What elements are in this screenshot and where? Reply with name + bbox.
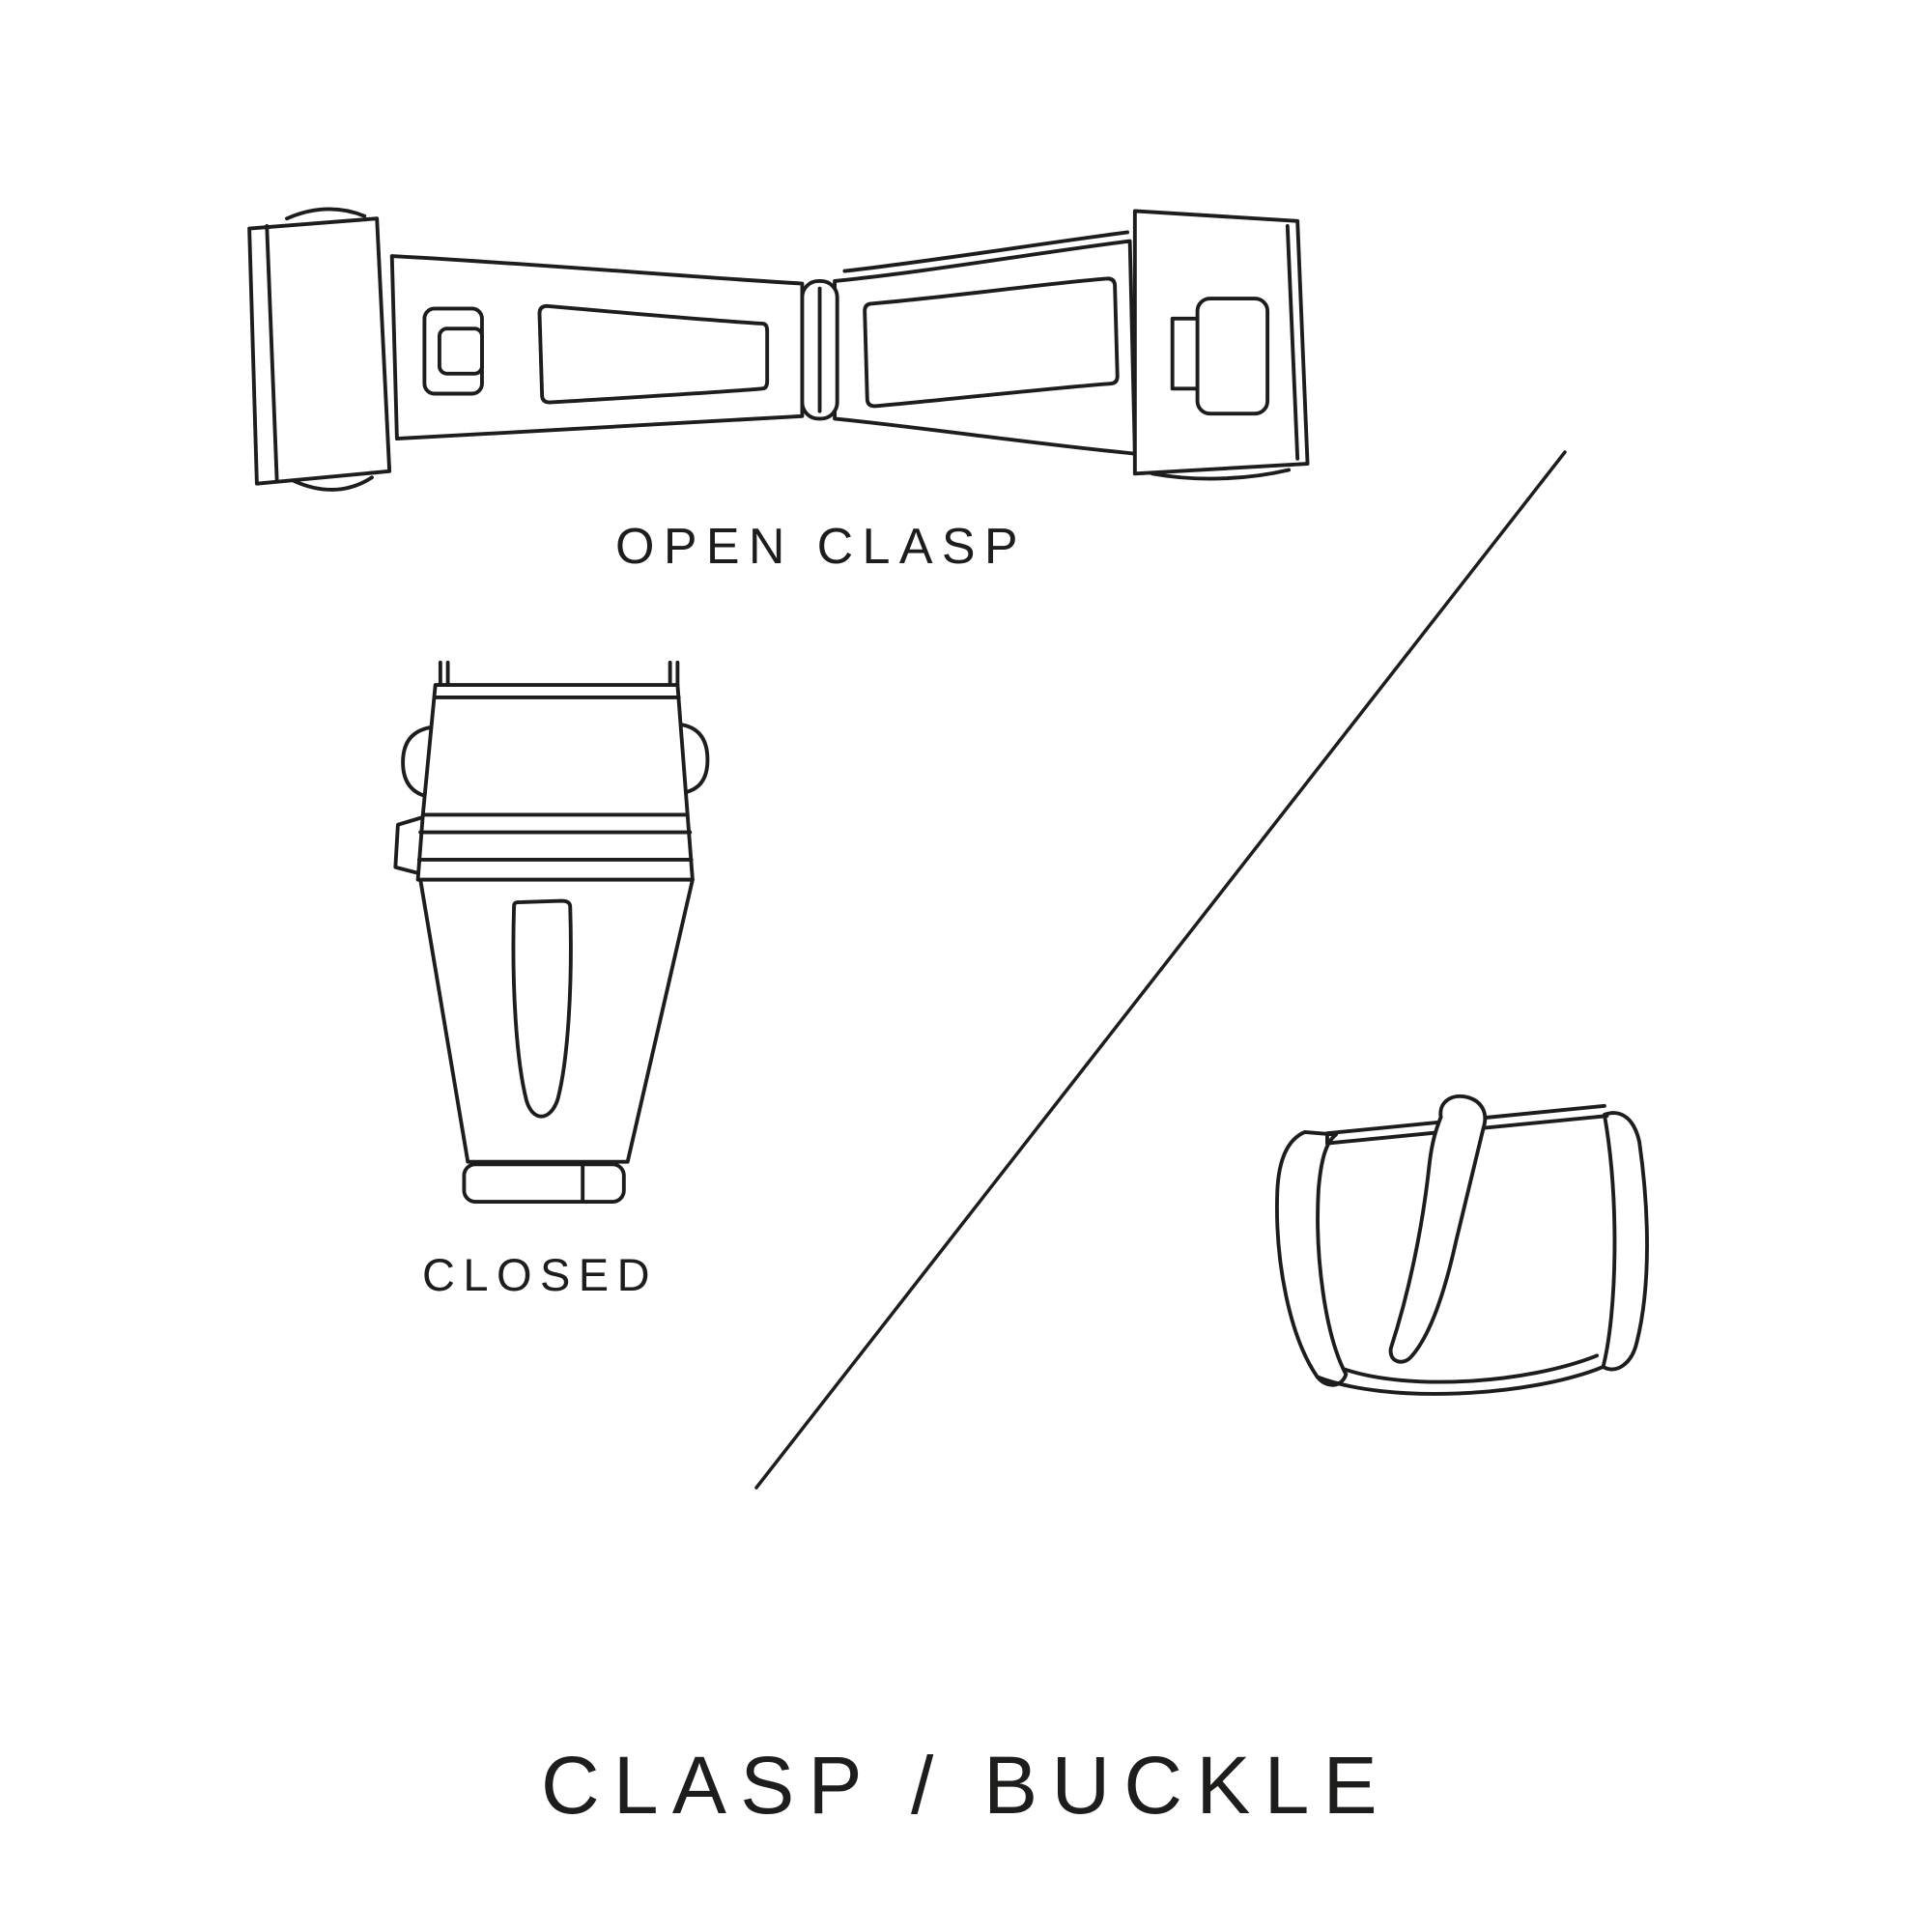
closed-clasp-right-ear — [680, 723, 710, 795]
closed-clasp-left-ear — [401, 725, 433, 800]
buckle-prong — [1388, 1094, 1488, 1364]
buckle-illustration — [1275, 1094, 1649, 1396]
closed-clasp-illustration — [393, 660, 710, 1204]
buckle-left-band — [1275, 1130, 1349, 1387]
buckle-right-band — [1601, 1111, 1649, 1372]
open-clasp-illustration — [247, 207, 1310, 492]
page-title: CLASP / BUCKLE — [540, 1740, 1391, 1831]
open-clasp-label: OPEN CLASP — [615, 519, 1027, 575]
closed-clasp-body — [418, 877, 695, 1164]
closed-clasp-label: CLOSED — [421, 1249, 659, 1300]
open-clasp-left-block — [247, 216, 392, 486]
